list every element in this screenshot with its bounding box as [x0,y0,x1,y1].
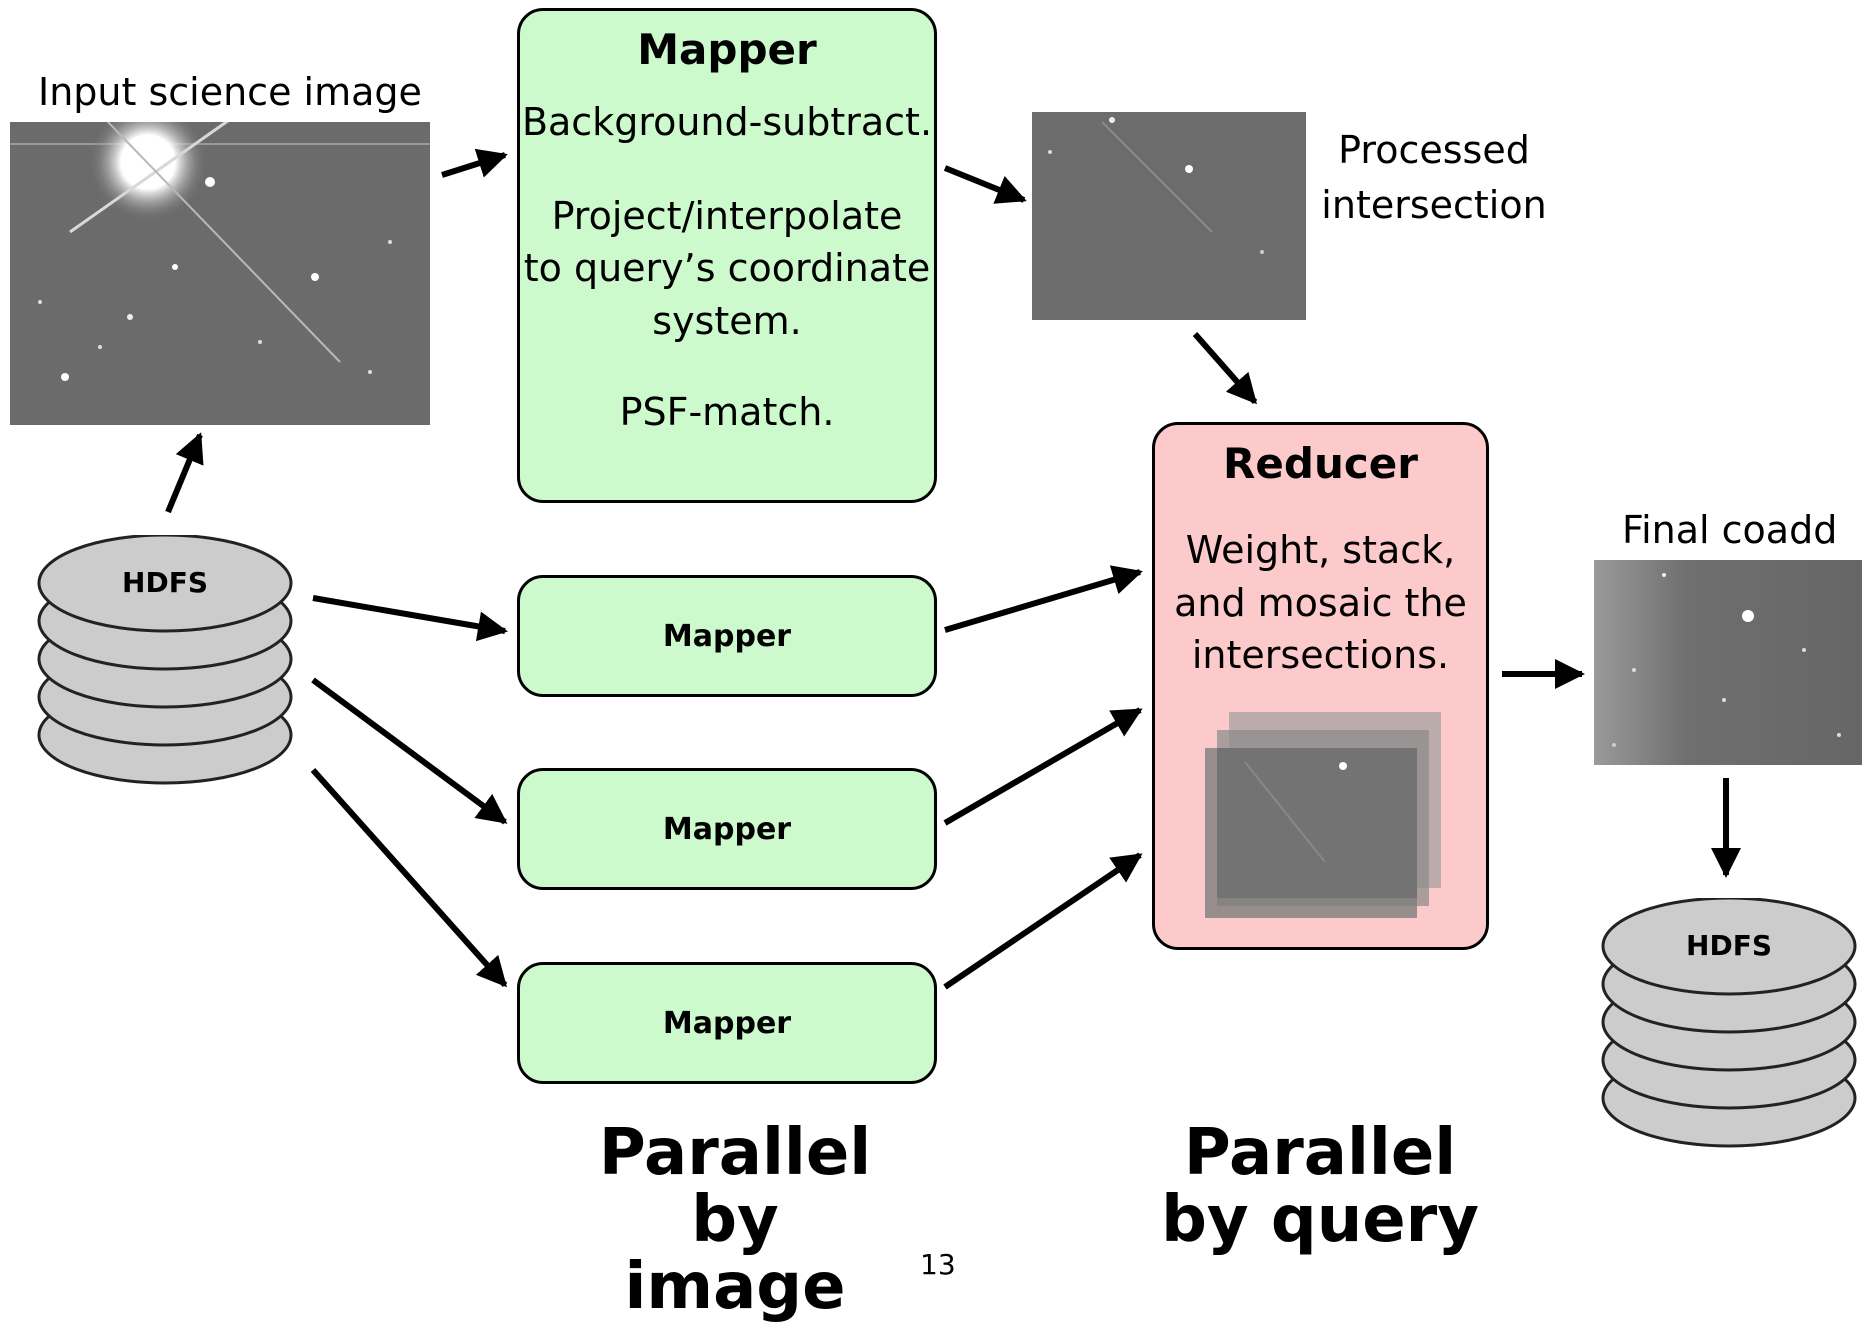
parallel-by-image-line1: Parallel [598,1116,872,1190]
parallel-by-image-label: Parallel by image [570,1116,900,1324]
reducer-title: Reducer [1223,439,1418,488]
final-coadd-image [1594,560,1862,765]
output-hdfs-database-icon [1601,898,1857,1148]
parallel-by-query-label: Parallel by query [1160,1116,1480,1258]
mapper-box-3: Mapper [517,962,937,1084]
main-mapper-step-project-3: system. [652,298,802,343]
arrow-mapper2-to-reducer [943,707,1143,826]
output-hdfs-label: HDFS [1686,929,1772,962]
parallel-by-image-line2: by image [624,1183,846,1324]
arrow-processed-to-reducer [1192,332,1258,405]
main-mapper-box: Mapper Background-subtract. Project/inte… [517,8,937,503]
processed-caption-line1: Processed [1338,128,1530,172]
reducer-desc-line2: and mosaic the [1174,580,1467,625]
arrow-mapper3-to-reducer [943,852,1143,990]
arrow-hdfs-to-mapper2 [311,677,508,825]
mapper-box-2-label: Mapper [662,811,792,847]
arrow-mapper1-to-reducer [944,565,1143,633]
main-mapper-title: Mapper [637,25,817,74]
page-number: 13 [920,1248,956,1281]
final-coadd-caption: Final coadd [1622,508,1838,552]
processed-intersection-image [1032,112,1306,320]
main-mapper-step-project-2: to query’s coordinate [523,246,931,291]
mapper-box-2: Mapper [517,768,937,890]
arrow-mapper-to-processed [943,165,1027,204]
parallel-by-query-line2: by query [1161,1183,1479,1258]
mapper-box-1: Mapper [517,575,937,697]
arrow-hdfs-to-mapper3 [310,768,508,988]
main-mapper-step-psf: PSF-match. [619,390,835,435]
mapper-box-1-label: Mapper [662,618,792,654]
arrow-input-to-mapper [441,148,508,178]
reducer-desc-line3: intersections. [1191,633,1450,678]
main-mapper-step-project-1: Project/interpolate [551,193,903,238]
stacked-images-icon [1205,712,1441,918]
flow-arrows [165,148,1741,990]
main-mapper-step-background: Background-subtract. [521,100,933,144]
input-hdfs-database-icon [37,535,293,785]
arrow-hdfs-to-mapper1 [312,595,508,642]
arrow-hdfs-to-input [165,432,204,514]
input-hdfs-label: HDFS [122,566,208,599]
parallel-by-query-line1: Parallel [1183,1116,1457,1190]
processed-caption-line2: intersection [1321,183,1547,227]
input-science-image [10,122,430,425]
mapper-box-3-label: Mapper [662,1005,792,1041]
input-image-caption: Input science image [38,70,422,114]
reducer-desc-line1: Weight, stack, [1185,528,1456,572]
